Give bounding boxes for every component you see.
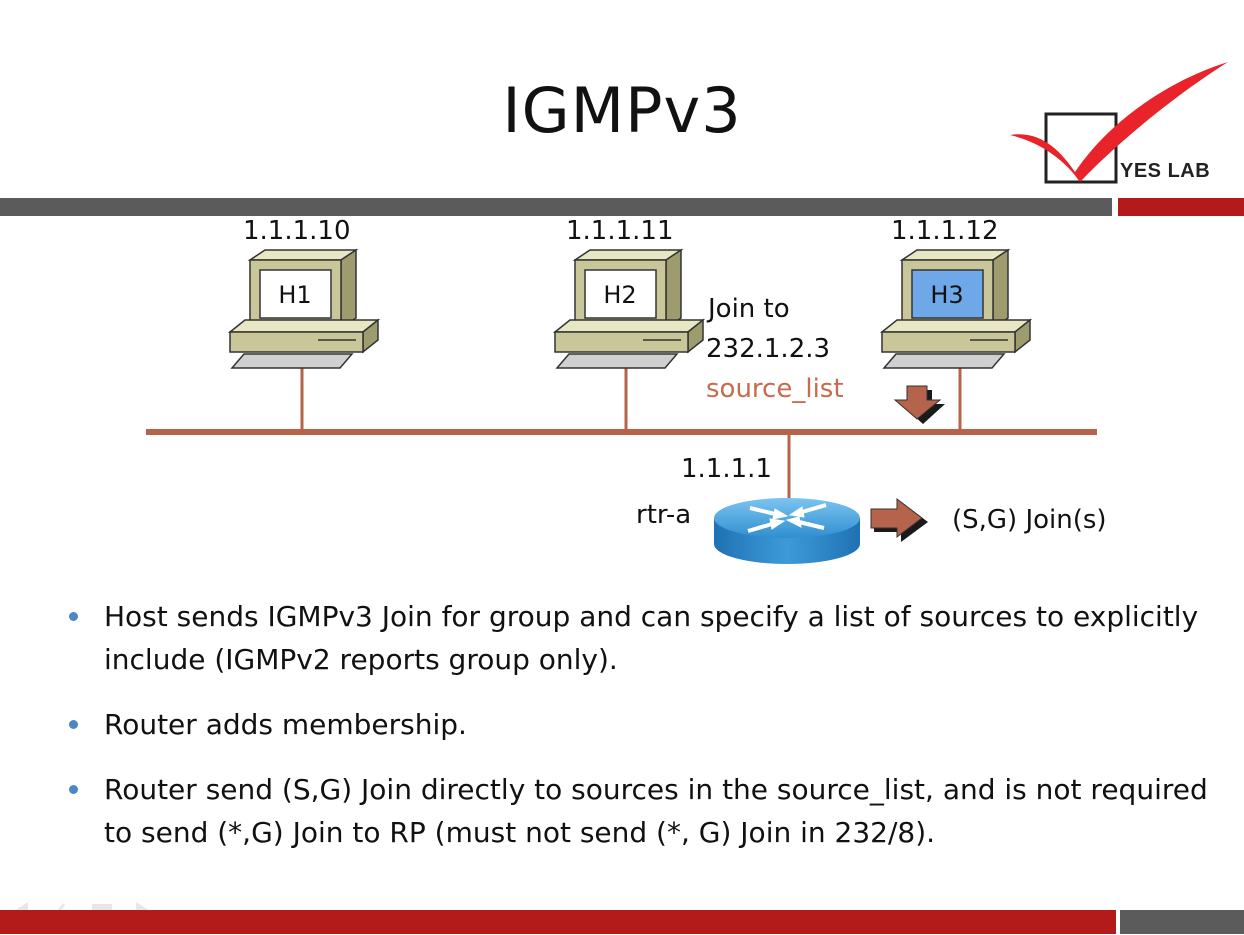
- h2-ip: 1.1.1.11: [566, 216, 674, 246]
- router-icon: [714, 498, 860, 564]
- bullet-dot-icon: [69, 785, 78, 794]
- yeslab-logo-text: YES LAB: [1120, 160, 1211, 182]
- computer-icon-h3: [879, 248, 1033, 369]
- down-arrow-icon: [893, 385, 945, 424]
- footer-bar-red: [0, 910, 1116, 934]
- bullet-dot-icon: [69, 720, 78, 729]
- sg-join-label: (S,G) Join(s): [952, 505, 1107, 535]
- bullet-text: Host sends IGMPv3 Join for group and can…: [104, 600, 1199, 676]
- yeslab-logo-icon: [1010, 62, 1228, 184]
- bullet-text: Router send (S,G) Join directly to sourc…: [104, 773, 1208, 849]
- router-ip: 1.1.1.1: [681, 454, 772, 484]
- h1-label: H1: [278, 281, 312, 309]
- join-group-label: 232.1.2.3: [706, 334, 831, 364]
- right-arrow-icon: [870, 497, 928, 542]
- bullet-item: Router adds membership.: [66, 703, 1216, 746]
- slide-title: IGMPv3: [502, 74, 742, 147]
- h3-ip: 1.1.1.12: [891, 216, 999, 246]
- bullet-list: Host sends IGMPv3 Join for group and can…: [66, 595, 1216, 876]
- h3-label: H3: [930, 281, 964, 309]
- join-to-label: Join to: [708, 294, 790, 324]
- bullet-dot-icon: [69, 612, 78, 621]
- header-bar-red: [1118, 198, 1244, 216]
- router-name: rtr-a: [636, 500, 692, 530]
- bullet-text: Router adds membership.: [104, 708, 467, 741]
- source-list-label: source_list: [706, 374, 844, 404]
- bullet-item: Router send (S,G) Join directly to sourc…: [66, 768, 1216, 854]
- bullet-item: Host sends IGMPv3 Join for group and can…: [66, 595, 1216, 681]
- h2-label: H2: [603, 281, 637, 309]
- h1-ip: 1.1.1.10: [243, 216, 351, 246]
- footer-bar-gray: [1120, 910, 1244, 934]
- computer-icon-h1: [227, 248, 381, 369]
- computer-icon-h2: [552, 248, 706, 369]
- header-bar-gray: [0, 198, 1112, 216]
